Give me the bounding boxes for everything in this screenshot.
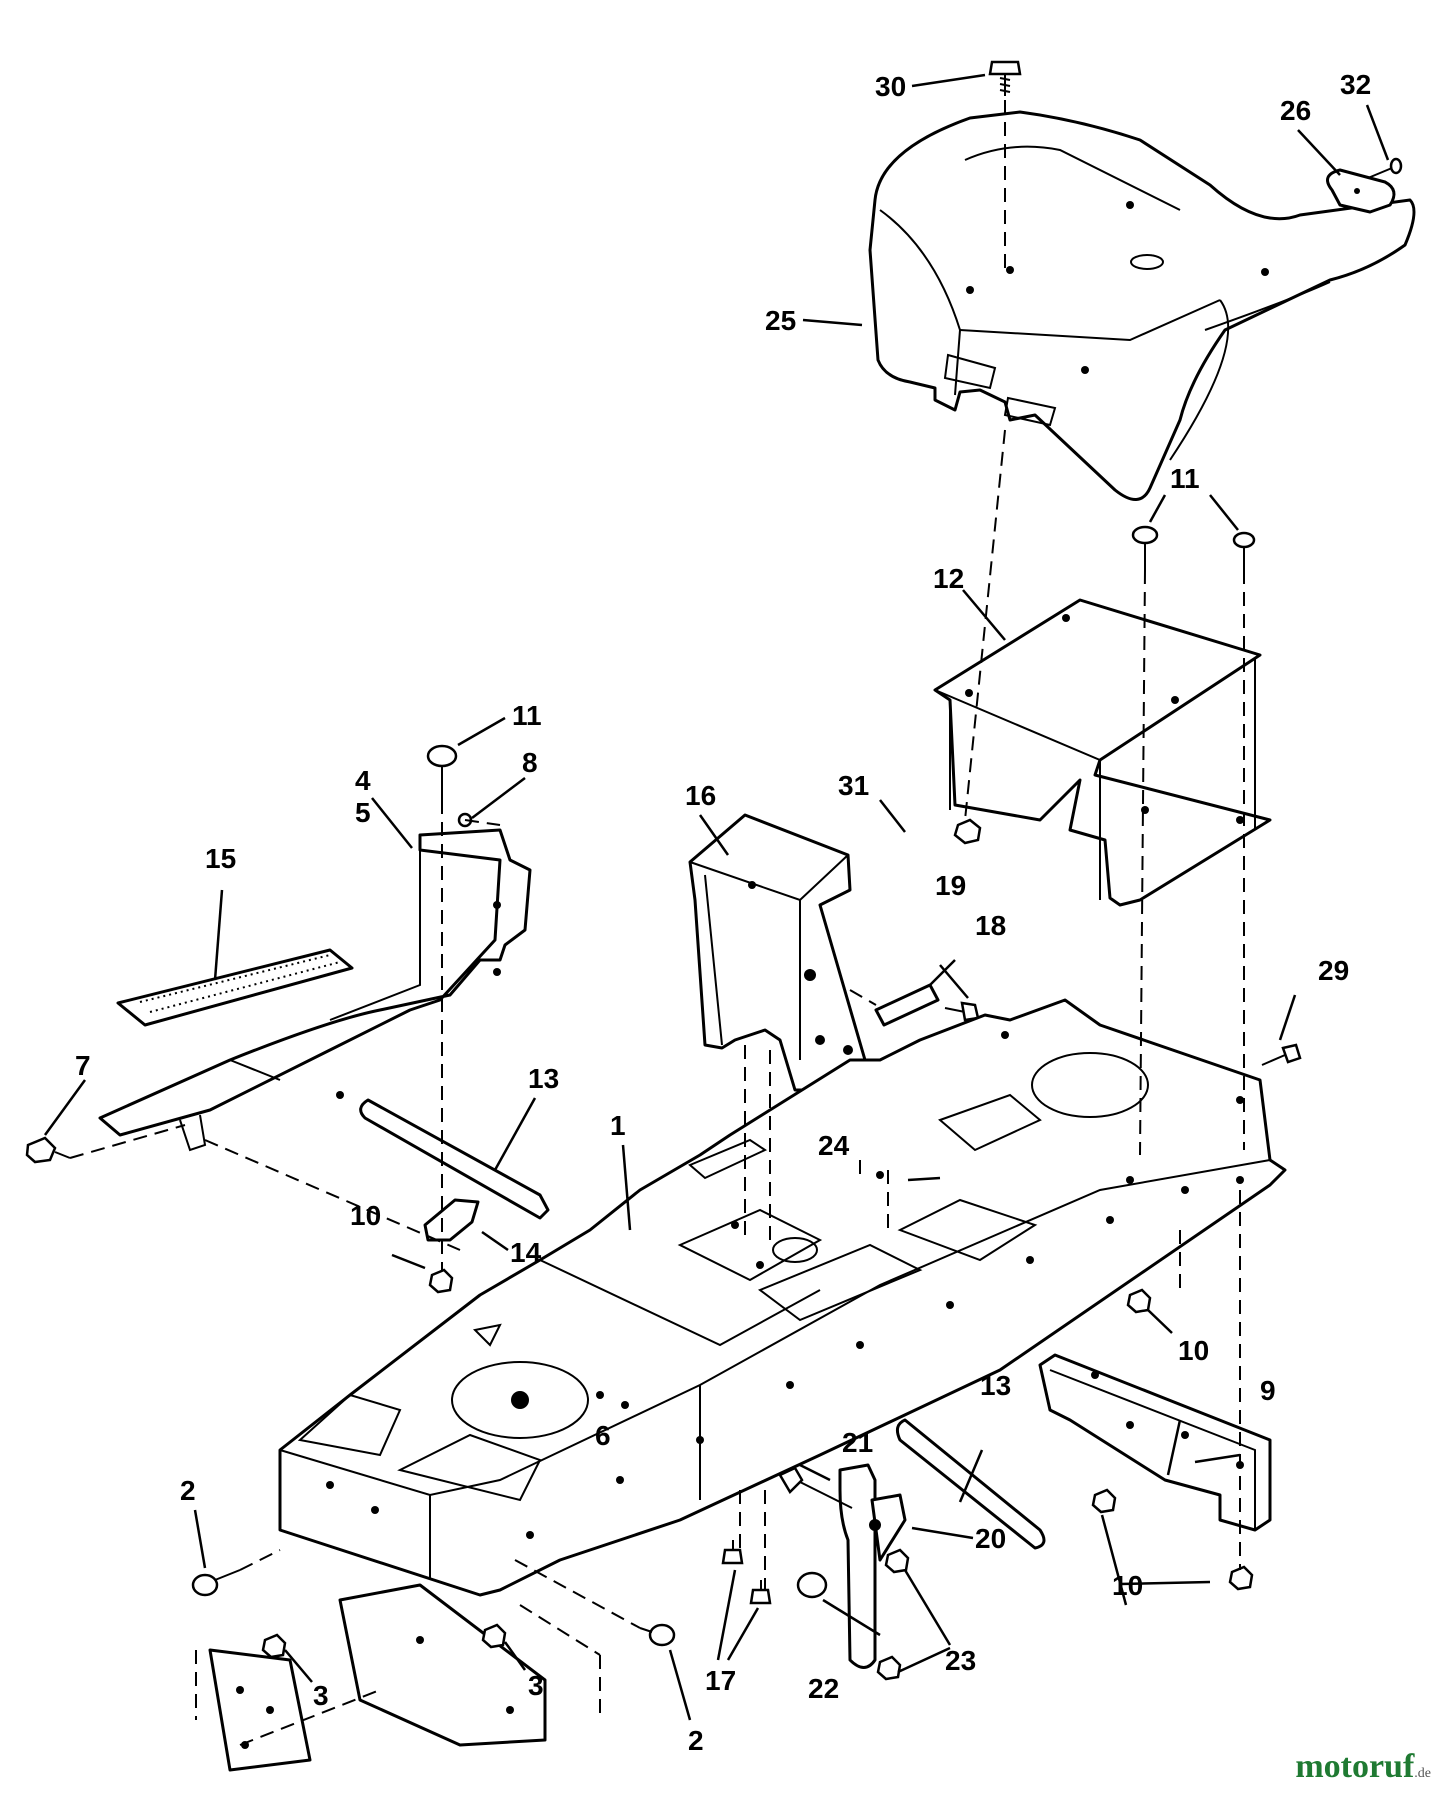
callout-labels: 30 32 26 25 11 12 11 8 4 5 31 16 15 19 1…: [75, 69, 1371, 1756]
nut-part-10-bottom-left: [1091, 1488, 1117, 1514]
plate-part-26: [1326, 168, 1396, 214]
watermark-logo: motoruf.de: [1295, 1748, 1431, 1786]
callout-11: 11: [1170, 463, 1200, 494]
bolt-part-7: [25, 1136, 71, 1164]
callout-3: 3: [528, 1670, 544, 1701]
callout-26: 26: [1280, 95, 1311, 126]
callout-13: 13: [980, 1370, 1011, 1401]
spacer-part-22: [796, 1571, 828, 1599]
bolt-part-30: [988, 60, 1022, 96]
watermark-suffix: .de: [1414, 1766, 1431, 1781]
callout-12: 12: [933, 563, 964, 594]
callout-10: 10: [350, 1200, 381, 1231]
callout-25: 25: [765, 305, 796, 336]
nut-part-31: [953, 818, 982, 845]
callout-23: 23: [945, 1645, 976, 1676]
watermark-brand: motoruf: [1295, 1748, 1415, 1785]
callout-17: 17: [705, 1665, 736, 1696]
plate-part-19: [874, 983, 940, 1027]
callout-16: 16: [685, 780, 716, 811]
bracket-part-12: [933, 598, 1272, 907]
bolt-part-11-right: [1131, 525, 1256, 570]
callout-10: 10: [1178, 1335, 1209, 1366]
callout-31: 31: [838, 770, 869, 801]
callout-21: 21: [842, 1427, 873, 1458]
callout-2: 2: [180, 1475, 196, 1506]
callout-8: 8: [522, 747, 538, 778]
rod-part-13-upper: [359, 1098, 550, 1220]
leader-arrows: [43, 73, 1390, 1721]
bolt-part-17: [721, 1540, 772, 1605]
callout-9: 9: [1260, 1375, 1276, 1406]
callout-18: 18: [975, 910, 1006, 941]
callout-20: 20: [975, 1523, 1006, 1554]
screw-part-32: [1367, 157, 1403, 179]
bracket-part-16: [688, 813, 867, 1092]
callout-7: 7: [75, 1050, 91, 1081]
callout-11: 11: [512, 700, 542, 731]
rod-part-13-lower: [895, 1418, 1046, 1550]
nut-part-3: [261, 1623, 507, 1659]
bolt-part-18: [944, 1001, 980, 1022]
callout-4: 4: [355, 765, 371, 796]
callout-10: 10: [1112, 1570, 1143, 1601]
fender-part-25: [868, 110, 1416, 501]
callout-1: 1: [610, 1110, 626, 1141]
callout-15: 15: [205, 843, 236, 874]
callout-32: 32: [1340, 69, 1371, 100]
callout-6: 6: [595, 1420, 611, 1451]
assembly-lines: [69, 100, 1245, 1746]
callout-24: 24: [818, 1130, 850, 1161]
bolt-part-29: [1261, 1043, 1302, 1066]
bolt-part-2: [191, 1569, 676, 1647]
nut-part-10-bottom-right: [1228, 1565, 1254, 1591]
callout-30: 30: [875, 71, 906, 102]
bolt-part-21: [778, 1466, 853, 1509]
bracket-part-20: [838, 1463, 907, 1669]
rail-part-9: [1038, 1353, 1272, 1532]
callout-3: 3: [313, 1680, 329, 1711]
clamp-part-14: [423, 1198, 480, 1242]
callout-19: 19: [935, 870, 966, 901]
plate-part-3-left: [208, 1648, 312, 1772]
nut-part-10-right-top: [1126, 1288, 1152, 1314]
nut-part-23: [876, 1548, 910, 1681]
pad-part-15: [116, 948, 354, 1027]
callout-13: 13: [528, 1063, 559, 1094]
footrest-part-4-5: [98, 828, 532, 1152]
plate-part-3-right: [338, 1583, 547, 1747]
frame-part-1: [278, 998, 1287, 1597]
bolt-part-11-left: [426, 744, 458, 800]
callout-2: 2: [688, 1725, 704, 1756]
callout-29: 29: [1318, 955, 1349, 986]
callout-22: 22: [808, 1673, 839, 1704]
nut-part-10-upper-left: [428, 1268, 454, 1294]
callout-14: 14: [510, 1237, 542, 1268]
callout-5: 5: [355, 797, 371, 828]
